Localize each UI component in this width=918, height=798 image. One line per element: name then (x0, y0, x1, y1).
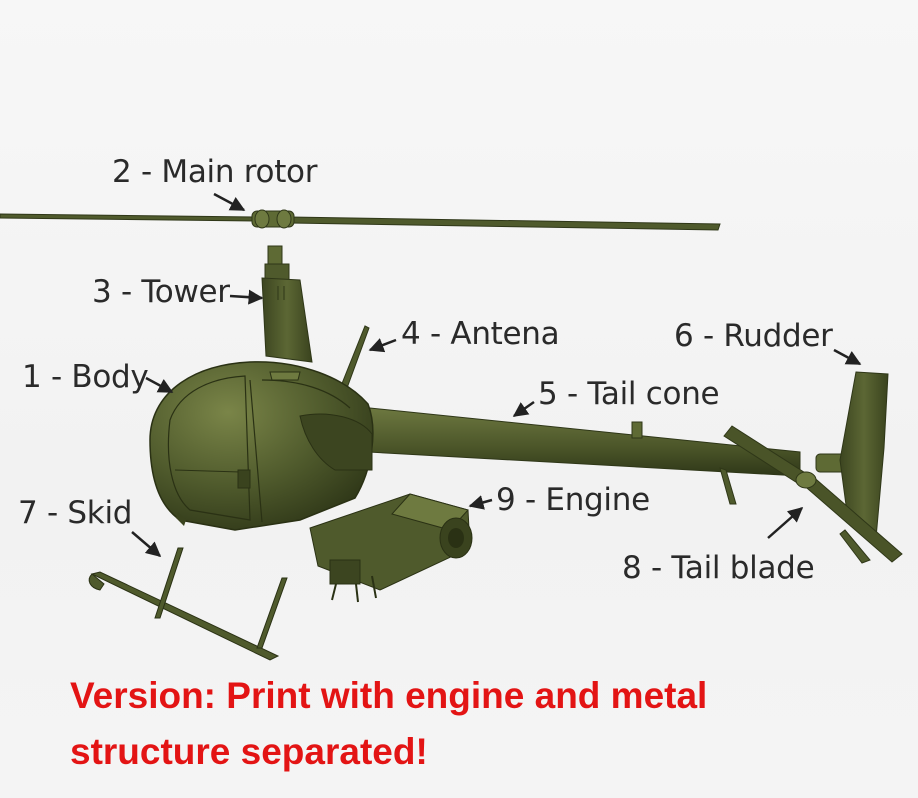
skid (88, 547, 288, 661)
rudder (839, 371, 889, 564)
main-rotor-leader (213, 192, 246, 212)
tail-cone-leader (512, 400, 535, 418)
label-tower: 3 - Tower (92, 274, 230, 310)
body-leader (145, 376, 174, 394)
tower-leader (229, 289, 264, 305)
skid-leader (131, 531, 162, 557)
body (149, 361, 374, 531)
rudder-leader (833, 348, 862, 366)
antena-leader (368, 338, 397, 353)
version-note: Version: Print with engine and metal str… (70, 668, 890, 780)
label-skid: 7 - Skid (18, 495, 133, 531)
engine-leader (468, 495, 493, 510)
label-tail-cone: 5 - Tail cone (538, 376, 720, 412)
label-engine: 9 - Engine (496, 482, 650, 518)
label-body: 1 - Body (22, 359, 149, 395)
label-rudder: 6 - Rudder (674, 318, 833, 354)
label-main-rotor: 2 - Main rotor (112, 154, 318, 190)
antena (340, 325, 370, 389)
label-tail-blade: 8 - Tail blade (622, 550, 815, 586)
main-rotor (0, 209, 721, 231)
tail-blade-leader (767, 507, 804, 539)
label-antena: 4 - Antena (401, 316, 560, 352)
tower (261, 245, 313, 363)
engine (309, 493, 473, 603)
leader-lines (131, 192, 862, 557)
tail-blade (723, 425, 903, 563)
version-note-line-1: Version: Print with engine and metal (70, 675, 708, 716)
version-note-line-2: structure separated! (70, 731, 428, 772)
